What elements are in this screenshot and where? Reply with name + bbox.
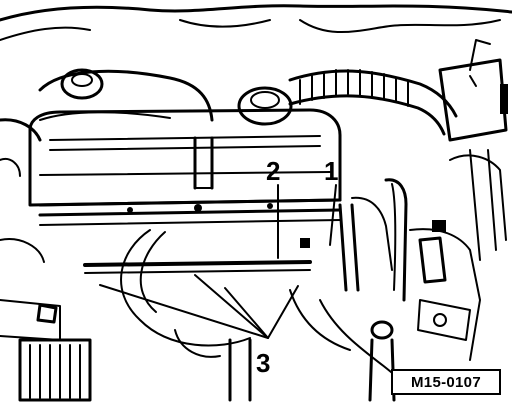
figure-reference-code: M15-0107 [391,369,501,395]
leader-line-3c [224,287,269,339]
callout-1: 1 [324,156,339,186]
leader-lines [99,184,337,339]
callout-3: 3 [256,348,271,378]
leader-line-3d [267,285,299,339]
leader-line-3a [99,284,269,339]
callout-2: 2 [266,156,281,186]
leader-line-1 [329,184,337,246]
leader-line-3b [194,274,269,339]
